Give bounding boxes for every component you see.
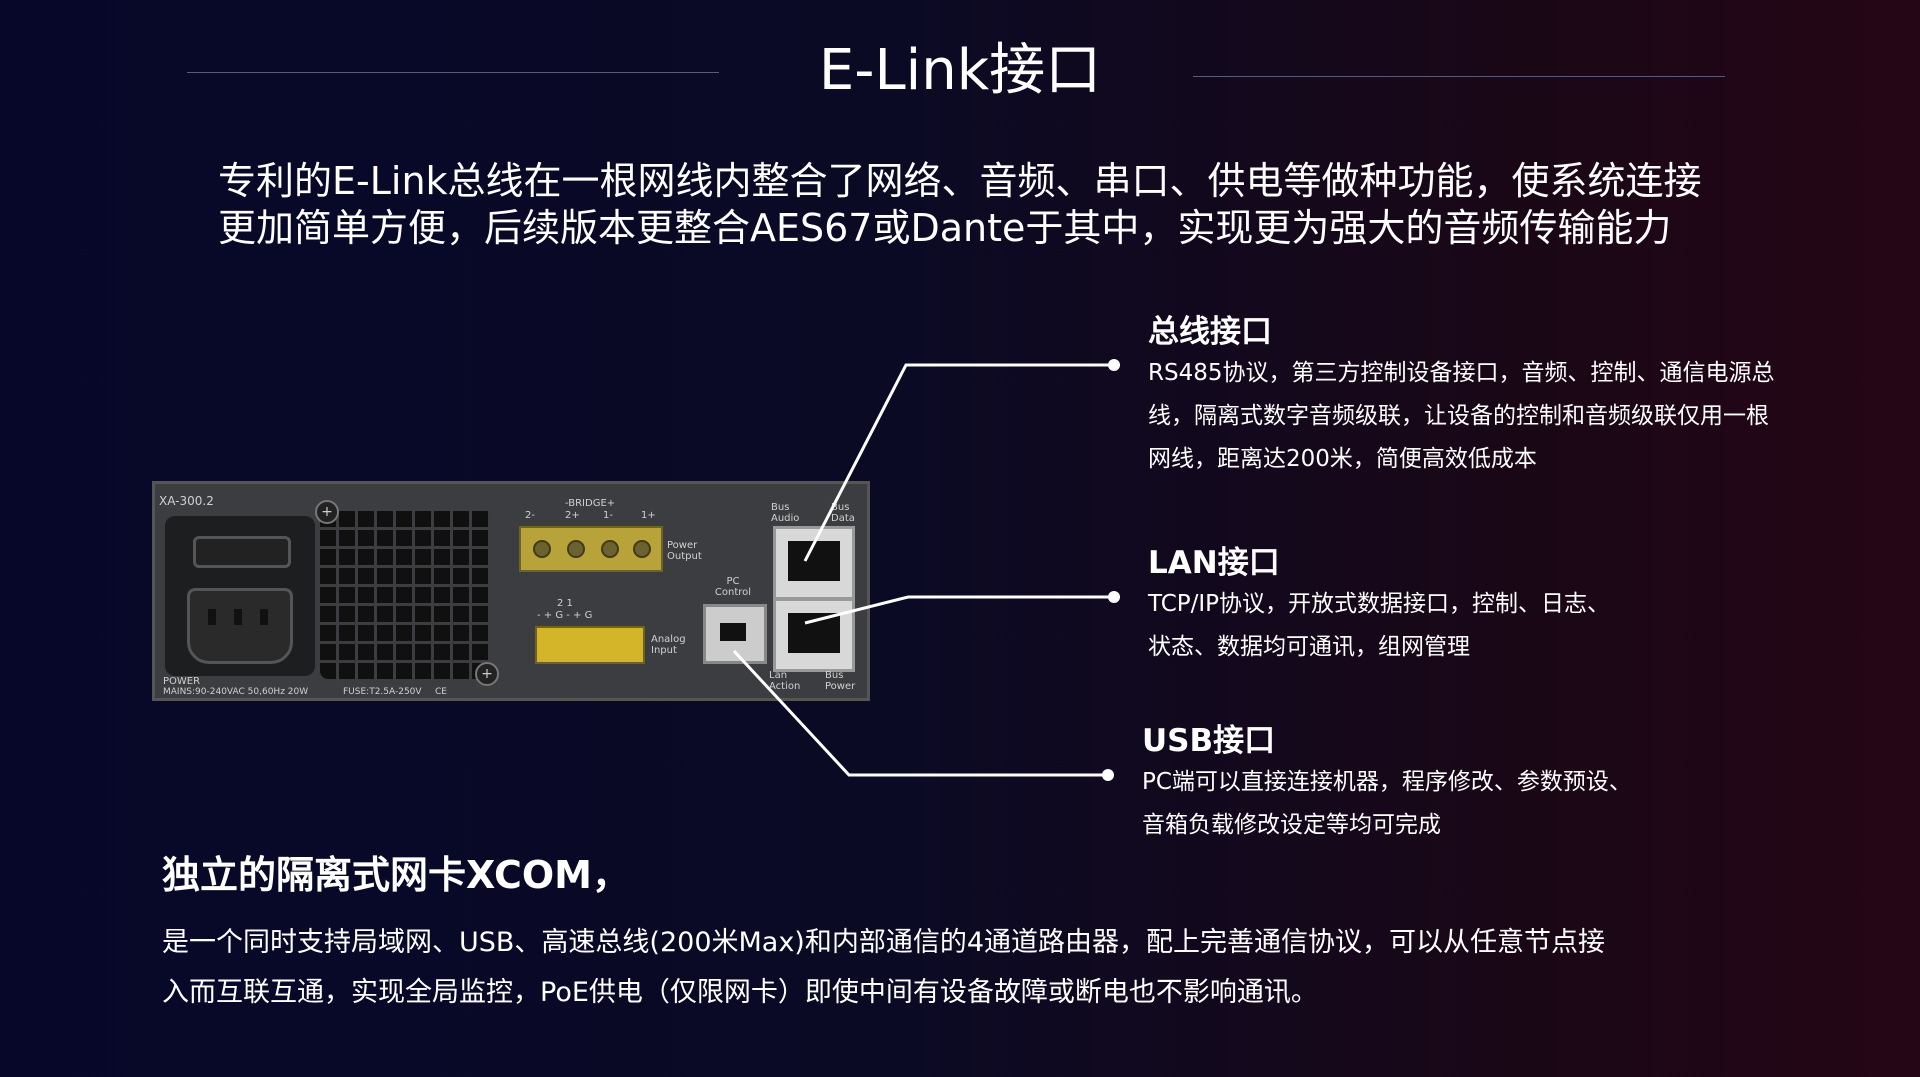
feature-desc-line: 音箱负载修改设定等均可完成	[1142, 812, 1441, 838]
pc-control-label: PC Control	[714, 576, 752, 598]
bridge-label: -BRIDGE+	[565, 498, 616, 509]
xcom-desc-line: 是一个同时支持局域网、USB、高速总线(200米Max)和内部通信的4通道路由器…	[162, 927, 1606, 958]
amplifier-rear-panel: XA-300.2 + + POWER MAINS:90-240VAC 50,60…	[152, 481, 870, 701]
fuse-label: FUSE:T2.5A-250V	[343, 687, 422, 697]
xcom-description: 是一个同时支持局域网、USB、高速总线(200米Max)和内部通信的4通道路由器…	[162, 918, 1702, 1018]
power-socket	[165, 516, 315, 676]
analog-input-label: Analog Input	[651, 634, 686, 656]
bridge-pin-label: 1-	[603, 510, 613, 521]
bus-data-label: Bus Data	[831, 502, 855, 524]
title-rule-right	[1193, 76, 1725, 77]
feature-title: LAN接口	[1148, 545, 1280, 581]
usb-port	[703, 604, 767, 664]
screw-icon: +	[315, 500, 339, 524]
bus-audio-label: Bus Audio	[771, 502, 800, 524]
mains-label: MAINS:90-240VAC 50,60Hz 20W	[163, 687, 309, 697]
power-switch	[193, 536, 291, 568]
model-label: XA-300.2	[159, 494, 214, 508]
feature-desc-line: 状态、数据均可通讯，组网管理	[1148, 634, 1470, 660]
speaker-output-connector	[519, 526, 663, 572]
feature-title: 总线接口	[1148, 314, 1272, 350]
feature-lan: LAN接口 TCP/IP协议，开放式数据接口，控制、日志、 状态、数据均可通讯，…	[1148, 543, 1828, 669]
feature-desc-line: 网线，距离达200米，简便高效低成本	[1148, 446, 1537, 472]
screw-icon: +	[475, 662, 499, 686]
analog-pin-groups: 2 1	[557, 598, 573, 609]
lan-ethernet-port	[773, 598, 855, 672]
analog-pin-signs: - + G - + G	[537, 610, 593, 621]
title-rule-left	[187, 72, 719, 73]
bus-callout-dot	[1108, 359, 1120, 371]
intro-text: 专利的E-Link总线在一根网线内整合了网络、音频、串口、供电等做种功能，使系统…	[218, 159, 1702, 250]
power-output-label: Power Output	[667, 540, 702, 562]
page-title: E-Link接口	[818, 38, 1102, 103]
usb-callout-dot	[1102, 769, 1114, 781]
feature-desc-line: 线，隔离式数字音频级联，让设备的控制和音频级联仅用一根	[1148, 403, 1769, 429]
bus-ethernet-port	[773, 526, 855, 600]
feature-desc-line: TCP/IP协议，开放式数据接口，控制、日志、	[1148, 591, 1611, 617]
bridge-pin-label: 2-	[525, 510, 535, 521]
fan-grille	[320, 509, 490, 679]
feature-bus: 总线接口 RS485协议，第三方控制设备接口，音频、控制、通信电源总 线，隔离式…	[1148, 312, 1828, 481]
bridge-pin-label: 2+	[565, 510, 580, 521]
xcom-desc-line: 入而互联互通，实现全局监控，PoE供电（仅限网卡）即使中间有设备故障或断电也不影…	[162, 977, 1318, 1008]
lan-callout-dot	[1108, 591, 1120, 603]
feature-title: USB接口	[1142, 723, 1276, 759]
bridge-pin-label: 1+	[641, 510, 656, 521]
feature-desc-line: RS485协议，第三方控制设备接口，音频、控制、通信电源总	[1148, 360, 1775, 386]
xcom-title: 独立的隔离式网卡XCOM，	[162, 853, 630, 897]
ce-mark: CE	[435, 687, 447, 697]
analog-input-connector	[535, 626, 645, 664]
feature-usb: USB接口 PC端可以直接连接机器，程序修改、参数预设、 音箱负载修改设定等均可…	[1142, 721, 1822, 847]
lan-action-label: Lan Action	[769, 670, 801, 692]
iec-socket	[187, 588, 293, 664]
bus-power-label: Bus Power	[825, 670, 856, 692]
power-label: POWER	[163, 676, 201, 687]
feature-desc-line: PC端可以直接连接机器，程序修改、参数预设、	[1142, 769, 1632, 795]
